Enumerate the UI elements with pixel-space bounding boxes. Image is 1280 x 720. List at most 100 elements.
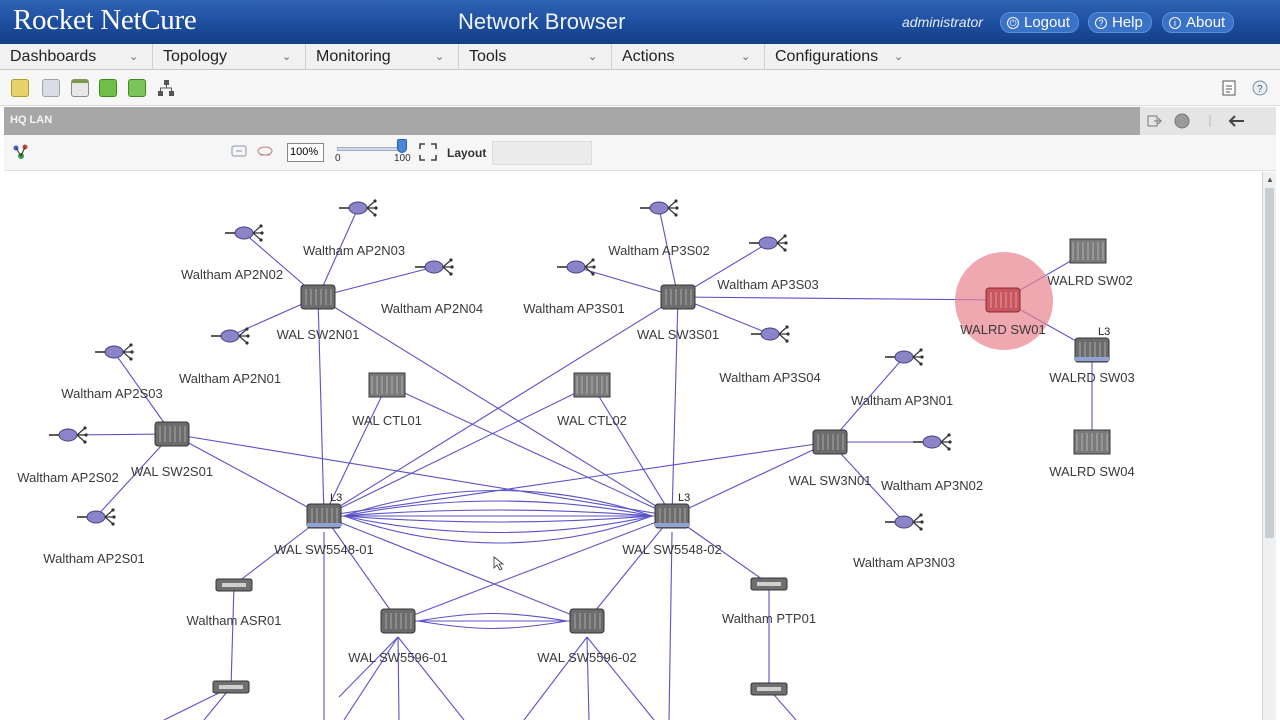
- refresh-icon[interactable]: [99, 79, 117, 97]
- link-ap3s02-sw3s01[interactable]: [658, 207, 679, 298]
- node-walrd04[interactable]: WALRD SW04: [1049, 429, 1135, 479]
- link-offscreen[interactable]: [586, 636, 655, 720]
- node-sw5596b[interactable]: WAL SW5596-02: [537, 608, 637, 665]
- access-point-icon[interactable]: [225, 224, 264, 242]
- trunk-link[interactable]: [417, 612, 568, 622]
- back-arrow-icon[interactable]: [1228, 113, 1246, 129]
- l3-switch-icon[interactable]: [306, 503, 342, 529]
- link-offscreen[interactable]: [668, 531, 673, 720]
- link-ap3n03-sw3n01[interactable]: [829, 441, 905, 523]
- link-asr01-rtrL[interactable]: [230, 584, 235, 688]
- link-offscreen[interactable]: [523, 636, 588, 720]
- help-circle-icon[interactable]: ?: [1251, 79, 1269, 97]
- access-point-icon[interactable]: [885, 513, 924, 531]
- node-rtrR[interactable]: [750, 682, 788, 696]
- trunk-link[interactable]: [417, 620, 568, 630]
- zoom-slider[interactable]: [337, 147, 404, 151]
- layout-dropdown[interactable]: [492, 141, 592, 165]
- link-ap2n04-sw2n01[interactable]: [317, 266, 435, 298]
- access-point-icon[interactable]: [557, 258, 596, 276]
- access-point-icon[interactable]: [339, 199, 378, 217]
- node-walrd01[interactable]: WALRD SW01: [955, 252, 1053, 350]
- switch-icon[interactable]: [985, 287, 1021, 313]
- print-icon[interactable]: [256, 144, 274, 160]
- zoom-level-input[interactable]: 100%: [287, 143, 324, 162]
- access-point-icon[interactable]: [49, 426, 88, 444]
- link-sw2s01-sw5548a[interactable]: [171, 433, 325, 517]
- menu-tools[interactable]: Tools ⌄: [459, 44, 612, 70]
- pin-icon[interactable]: [1202, 113, 1218, 129]
- table-view-icon[interactable]: [42, 79, 60, 97]
- link-sw2n01-sw5548a[interactable]: [317, 296, 325, 517]
- node-ap2s03[interactable]: Waltham AP2S03: [61, 343, 163, 401]
- fullscreen-icon[interactable]: [419, 143, 437, 161]
- controller-icon[interactable]: [368, 372, 406, 398]
- access-point-icon[interactable]: [640, 199, 679, 217]
- trunk-link[interactable]: [343, 515, 653, 534]
- l3-switch-icon[interactable]: [1074, 337, 1110, 363]
- link-ctl02-sw5548b[interactable]: [591, 384, 673, 517]
- node-asr01[interactable]: Waltham ASR01: [187, 578, 282, 628]
- link-ap2s01-sw2s01[interactable]: [95, 433, 173, 518]
- node-ap2n02[interactable]: Waltham AP2N02: [181, 224, 283, 282]
- trunk-link[interactable]: [343, 509, 653, 517]
- detach-icon[interactable]: [1146, 113, 1162, 129]
- menu-topology[interactable]: Topology ⌄: [153, 44, 306, 70]
- trunk-link[interactable]: [343, 515, 653, 544]
- link-ctl02-sw5548a[interactable]: [323, 384, 593, 517]
- node-ptp01[interactable]: Waltham PTP01: [722, 577, 816, 626]
- topology-icon[interactable]: [157, 79, 175, 97]
- controller-icon[interactable]: [1069, 238, 1107, 264]
- node-rtrL[interactable]: [212, 680, 250, 694]
- access-point-icon[interactable]: [95, 343, 134, 361]
- link-offscreen[interactable]: [338, 636, 399, 698]
- switch-icon[interactable]: [380, 608, 416, 634]
- window-icon[interactable]: [71, 79, 89, 97]
- switch-icon[interactable]: [812, 429, 848, 455]
- sync-icon[interactable]: [128, 79, 146, 97]
- link-sw2n01-sw5548b[interactable]: [317, 296, 673, 517]
- access-point-icon[interactable]: [211, 327, 250, 345]
- node-graph-icon[interactable]: [12, 143, 30, 161]
- access-point-icon[interactable]: [749, 234, 788, 252]
- node-ap3n02[interactable]: Waltham AP3N02: [881, 433, 983, 493]
- switch-icon[interactable]: [660, 284, 696, 310]
- menu-dashboards[interactable]: Dashboards ⌄: [0, 44, 153, 70]
- link-ap3n01-sw3n01[interactable]: [829, 356, 905, 443]
- access-point-icon[interactable]: [415, 258, 454, 276]
- link-sw3n01-sw5548a[interactable]: [323, 441, 831, 517]
- link-sw3s01-sw5548b[interactable]: [671, 296, 679, 517]
- access-point-icon[interactable]: [913, 433, 952, 451]
- link-ap2s03-sw2s01[interactable]: [113, 351, 173, 435]
- router-icon[interactable]: [750, 682, 788, 696]
- link-sw5548b-sw5596b[interactable]: [586, 515, 673, 622]
- controller-icon[interactable]: [573, 372, 611, 398]
- switch-icon[interactable]: [569, 608, 605, 634]
- node-sw3s01[interactable]: WAL SW3S01: [637, 284, 719, 342]
- fit-view-icon[interactable]: [230, 144, 248, 160]
- link-sw5548a-sw5596b[interactable]: [323, 515, 588, 622]
- node-ap3s04[interactable]: Waltham AP3S04: [719, 325, 821, 385]
- node-ap2s02[interactable]: Waltham AP2S02: [17, 426, 119, 485]
- switch-icon[interactable]: [154, 421, 190, 447]
- controller-icon[interactable]: [1073, 429, 1111, 455]
- node-ctl02[interactable]: WAL CTL02: [557, 372, 627, 428]
- link-offscreen[interactable]: [397, 636, 400, 720]
- node-walrd02[interactable]: WALRD SW02: [1047, 238, 1133, 288]
- menu-actions[interactable]: Actions ⌄: [612, 44, 765, 70]
- node-ap3n03[interactable]: Waltham AP3N03: [853, 513, 955, 570]
- node-ap2s01[interactable]: Waltham AP2S01: [43, 508, 145, 566]
- menu-monitoring[interactable]: Monitoring ⌄: [306, 44, 459, 70]
- link-sw3s01-sw5548a[interactable]: [323, 296, 679, 517]
- node-ctl01[interactable]: WAL CTL01: [352, 372, 422, 428]
- trunk-link[interactable]: [343, 489, 653, 517]
- export-icon[interactable]: [1220, 79, 1238, 97]
- logout-button[interactable]: ⏻Logout: [1000, 12, 1079, 33]
- link-sw5548b-sw5596a[interactable]: [397, 515, 673, 622]
- menu-configurations[interactable]: Configurations ⌄: [765, 44, 918, 70]
- trunk-link[interactable]: [343, 515, 653, 523]
